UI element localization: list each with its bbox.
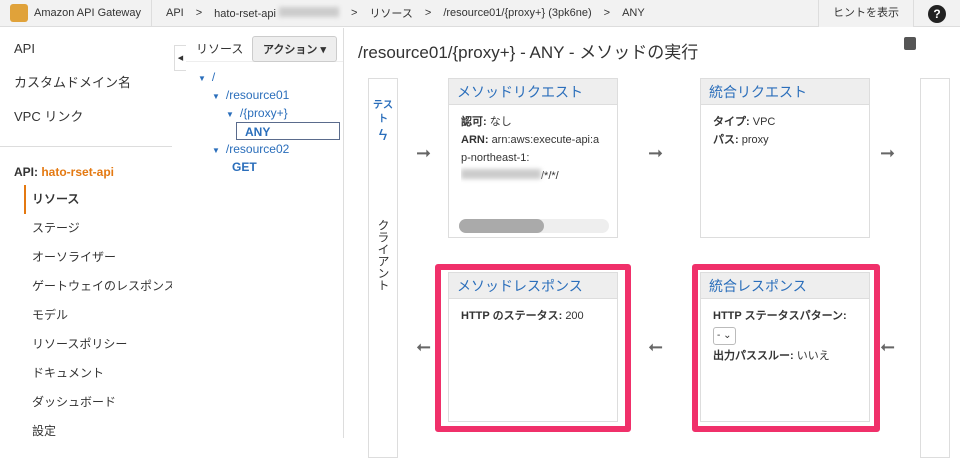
divider (0, 146, 172, 147)
sidebar-item-stages[interactable]: ステージ (32, 221, 80, 235)
sidebar-item-authorizers[interactable]: オーソライザー (32, 250, 117, 264)
redacted (279, 6, 339, 17)
passthrough-value: いいえ (796, 350, 830, 362)
crumb-sep: > (603, 7, 611, 19)
sidebar-item-api[interactable]: API (14, 41, 35, 56)
brand[interactable]: Amazon API Gateway (0, 0, 152, 26)
crumb-sep: > (424, 7, 432, 19)
test-link[interactable]: テスト (373, 100, 393, 125)
api-gateway-logo-icon (10, 4, 28, 22)
page-title: /resource01/{proxy+} - ANY - メソッドの実行 (358, 43, 699, 62)
api-label: API: (14, 165, 38, 179)
client-box: テスト ϟ クライアント (368, 78, 398, 458)
path-label: パス: (713, 134, 739, 146)
crumb-method[interactable]: ANY (622, 7, 645, 19)
sidebar-item-custom-domains[interactable]: カスタムドメイン名 (14, 75, 132, 90)
top-bar: Amazon API Gateway API > hato-rset-api > … (0, 0, 960, 27)
documentation-book-icon[interactable] (904, 37, 916, 50)
status-pattern-select[interactable]: - ⌄ (713, 327, 736, 345)
caret-down-icon: ▼ (212, 146, 220, 155)
auth-value: なし (489, 116, 512, 128)
arrow-right-icon: ➞ (648, 143, 664, 163)
tree-method-get[interactable]: GET (232, 160, 257, 174)
resources-panel: リソースアクション ▾ ▼/ ▼/resource01 ▼/{proxy+} A… (186, 28, 344, 438)
pattern-label: HTTP ステータスパターン: (713, 310, 847, 322)
highlight-box (692, 264, 880, 432)
integration-request-title[interactable]: 統合リクエスト (701, 79, 869, 105)
crumb-api-name[interactable]: hato-rset-api (214, 6, 339, 20)
integration-response-title[interactable]: 統合レスポンス (701, 273, 869, 299)
caret-down-icon: ▼ (226, 110, 234, 119)
arrow-left-icon: ➞ (648, 337, 664, 357)
api-heading: API: hato-rset-api (0, 165, 172, 179)
type-value: VPC (752, 116, 776, 128)
crumb-sep: > (195, 7, 203, 19)
sidebar-item-resource-policy[interactable]: リソースポリシー (32, 337, 128, 351)
tree-method-any[interactable]: ANY (236, 122, 340, 140)
method-request-card: メソッドリクエスト 認可: なし ARN: arn:aws:execute-ap… (448, 78, 618, 238)
sidebar-item-dashboard[interactable]: ダッシュボード (32, 395, 117, 409)
sidebar: API カスタムドメイン名 VPC リンク API: hato-rset-api… (0, 28, 172, 438)
sidebar-item-settings[interactable]: 設定 (32, 424, 57, 438)
arrow-left-icon: ➞ (416, 337, 432, 357)
status-value: 200 (565, 310, 584, 322)
arn-tail: /*/*/ (541, 170, 559, 182)
method-response-card: メソッドレスポンス HTTP のステータス: 200 (448, 272, 618, 422)
sidebar-item-documentation[interactable]: ドキュメント (32, 366, 105, 380)
status-label: HTTP のステータス: (461, 310, 563, 322)
help-icon[interactable]: ? (928, 5, 946, 23)
integration-request-card: 統合リクエスト タイプ: VPC パス: proxy (700, 78, 870, 238)
brand-label: Amazon API Gateway (34, 7, 141, 19)
resource-tree: ▼/ ▼/resource01 ▼/{proxy+} ANY ▼/resourc… (186, 62, 343, 176)
crumb-api-name-label: hato-rset-api (214, 7, 276, 20)
sidebar-item-gateway-responses[interactable]: ゲートウェイのレスポンス (32, 279, 172, 293)
arrow-right-icon: ➞ (880, 143, 896, 163)
sidebar-item-models[interactable]: モデル (32, 308, 69, 322)
collapse-sidebar-button[interactable]: ◀ (174, 45, 186, 71)
node-label: /resource02 (225, 142, 290, 156)
arrow-right-icon: ➞ (416, 143, 432, 163)
show-hints-button[interactable]: ヒントを表示 (818, 0, 914, 27)
method-response-title[interactable]: メソッドレスポンス (449, 273, 617, 299)
breadcrumb: API > hato-rset-api > リソース > /resource01/{… (152, 5, 645, 21)
client-label: クライアント (376, 219, 390, 291)
passthrough-label: 出力パススルー: (713, 350, 794, 362)
crumb-sep: > (351, 7, 358, 19)
node-label: /{proxy+} (239, 106, 288, 120)
path-value: proxy (741, 134, 769, 146)
resources-label: リソース (196, 42, 244, 56)
integration-response-card: 統合レスポンス HTTP ステータスパターン: - ⌄ 出力パススルー: いいえ (700, 272, 870, 422)
highlight-box (435, 264, 631, 432)
caret-down-icon: ▼ (212, 92, 220, 101)
arn-value: arn:aws:execute-api:ap-northeast-1: (461, 134, 600, 164)
sidebar-item-vpc-links[interactable]: VPC リンク (14, 109, 84, 124)
type-label: タイプ: (713, 116, 750, 128)
crumb-resource[interactable]: /resource01/{proxy+} (3pk6ne) (443, 7, 592, 19)
lightning-icon[interactable]: ϟ (378, 127, 388, 144)
method-execution: テスト ϟ クライアント ➞ メソッドリクエスト 認可: なし ARN: arn… (350, 62, 960, 458)
caret-down-icon: ▼ (198, 74, 206, 83)
arn-label: ARN: (461, 134, 489, 146)
tree-node-resource02[interactable]: ▼ /resource02 (198, 140, 343, 158)
method-request-title[interactable]: メソッドリクエスト (449, 79, 617, 105)
horizontal-scrollbar[interactable] (459, 219, 609, 233)
arrow-left-icon: ➞ (880, 337, 896, 357)
api-name: hato-rset-api (41, 165, 115, 179)
auth-label: 認可: (461, 116, 487, 128)
redacted (461, 169, 541, 179)
actions-button[interactable]: アクション ▾ (251, 35, 337, 62)
tree-node-resource01[interactable]: ▼ /resource01 (198, 86, 343, 104)
node-label: /resource01 (225, 88, 290, 102)
crumb-api[interactable]: API (166, 7, 184, 19)
tree-node-proxy[interactable]: ▼ /{proxy+} (198, 104, 343, 122)
crumb-resources[interactable]: リソース (369, 8, 413, 20)
endpoint-box (920, 78, 950, 458)
arn-line: ARN: arn:aws:execute-api:ap-northeast-1:… (461, 131, 605, 185)
sidebar-item-resources[interactable]: リソース (24, 185, 172, 214)
node-label: / (211, 70, 216, 84)
tree-node-root[interactable]: ▼/ (198, 68, 343, 86)
